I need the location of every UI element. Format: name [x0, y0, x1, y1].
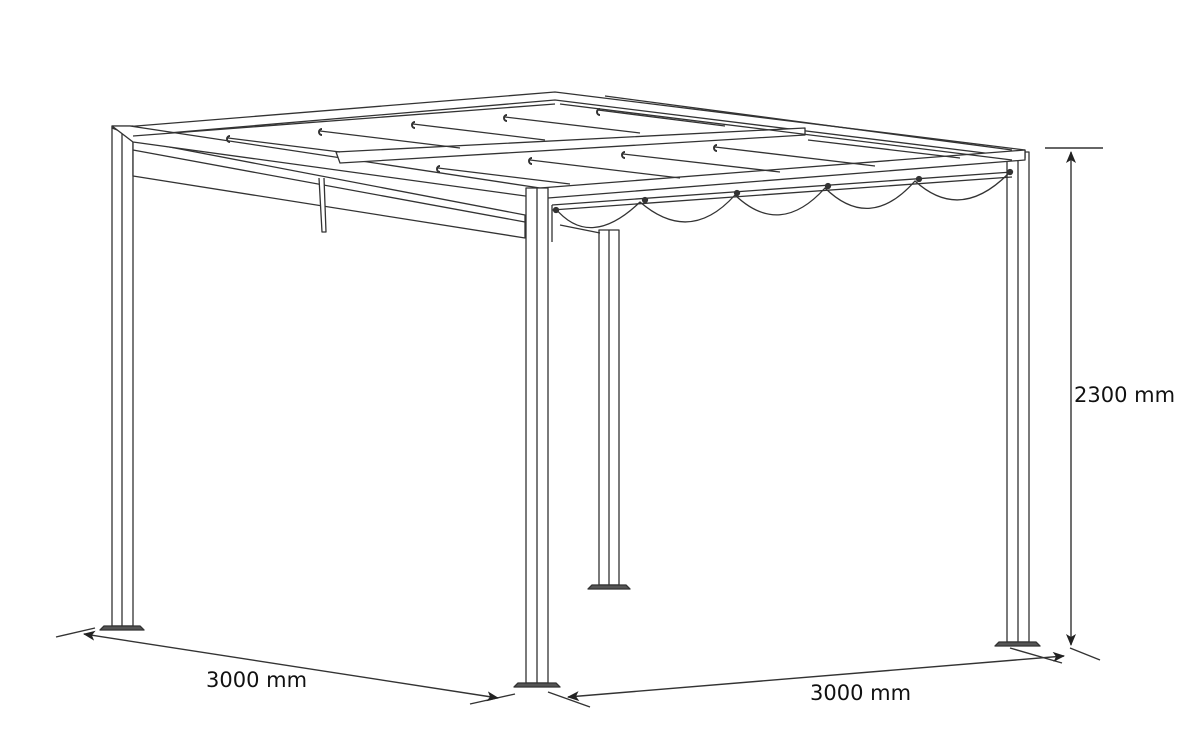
depth-dimension-label: 3000 mm [206, 668, 308, 692]
post-back-left [99, 125, 145, 631]
height-dimension-label: 2300 mm [1074, 383, 1176, 407]
post-back-right [587, 229, 631, 590]
width-dimension-label: 3000 mm [810, 681, 912, 705]
post-front-left [513, 187, 561, 688]
dimension-lines [55, 147, 1103, 708]
post-right [994, 151, 1041, 647]
